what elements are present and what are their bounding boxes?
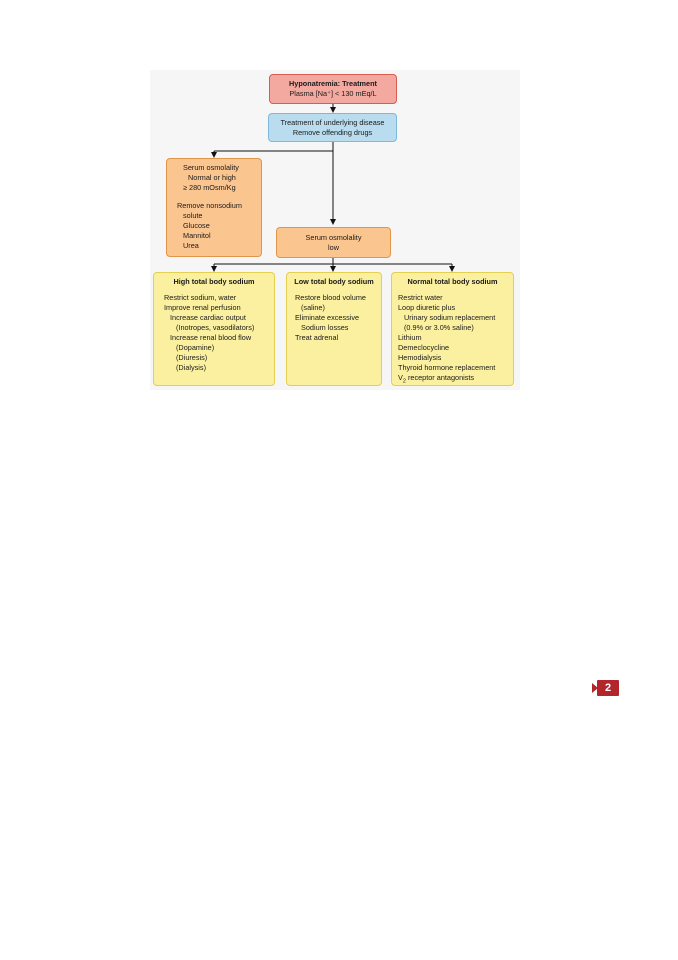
chapter-tab-icon <box>592 683 598 693</box>
remove-nonsodium-line-3: Glucose <box>183 221 210 230</box>
low-sodium-line-1: Restore blood volume <box>295 293 366 302</box>
high-sodium-line-5: Increase renal blood flow <box>170 333 252 342</box>
v2-subscript: 2 <box>402 378 406 385</box>
high-sodium-line-3: Increase cardiac output <box>170 313 246 322</box>
normal-sodium-line-1: Restrict water <box>398 293 443 302</box>
low-sodium-line-5: Treat adrenal <box>295 333 339 342</box>
serum-osmolality-low-box: Serum osmolality low <box>276 227 391 258</box>
normal-sodium-line-5: Lithium <box>398 333 422 342</box>
high-sodium-line-1: Restrict sodium, water <box>164 293 237 302</box>
serum-low-line-2: low <box>328 243 339 252</box>
high-sodium-title: High total body sodium <box>173 277 255 286</box>
normal-sodium-line-4: (0.9% or 3.0% saline) <box>404 323 474 332</box>
high-sodium-line-2: Improve renal perfusion <box>164 303 241 312</box>
low-sodium-line-2: (saline) <box>301 303 325 312</box>
high-sodium-line-8: (Dialysis) <box>176 363 206 372</box>
low-sodium-line-3: Eliminate excessive <box>295 313 360 322</box>
remove-nonsodium-line-4: Mannitol <box>183 231 211 240</box>
serum-osmolality-high-box: Serum osmolality Normal or high ≥ 280 mO… <box>166 158 262 257</box>
treatment-flowchart: Hyponatremia: Treatment Plasma [Na⁺] < 1… <box>150 70 520 390</box>
normal-sodium-line-7: Hemodialysis <box>398 353 442 362</box>
low-sodium-title: Low total body sodium <box>294 277 374 286</box>
serum-high-line-2: Normal or high <box>188 173 236 182</box>
flowchart-connectors <box>211 104 455 272</box>
page-badge-number: 2 <box>597 680 619 696</box>
underlying-disease-box: Treatment of underlying disease Remove o… <box>268 113 397 142</box>
title-box-title: Hyponatremia: Treatment <box>289 79 377 88</box>
page-badge: 2 <box>592 680 619 696</box>
normal-sodium-title: Normal total body sodium <box>407 277 498 286</box>
high-sodium-line-6: (Dopamine) <box>176 343 215 352</box>
high-sodium-line-7: (Diuresis) <box>176 353 208 362</box>
normal-sodium-line-6: Demeclocycline <box>398 343 450 352</box>
low-sodium-box: Low total body sodium Restore blood volu… <box>286 272 382 386</box>
normal-sodium-line-2: Loop diuretic plus <box>398 303 456 312</box>
underlying-line-1: Treatment of underlying disease <box>280 118 385 127</box>
serum-high-line-1: Serum osmolality <box>183 163 239 172</box>
remove-nonsodium-line-5: Urea <box>183 241 199 250</box>
normal-sodium-line-8: Thyroid hormone replacement <box>398 363 496 372</box>
title-box: Hyponatremia: Treatment Plasma [Na⁺] < 1… <box>269 74 397 104</box>
v2-prefix: V <box>398 373 403 382</box>
underlying-line-2: Remove offending drugs <box>292 128 373 137</box>
v2-rest: receptor antagonists <box>405 373 475 382</box>
remove-nonsodium-line-1: Remove nonsodium <box>177 201 242 210</box>
serum-high-line-3: ≥ 280 mOsm/Kg <box>183 183 236 192</box>
high-sodium-box: High total body sodium Restrict sodium, … <box>153 272 275 386</box>
normal-sodium-box: Normal total body sodium Restrict water … <box>391 272 514 386</box>
normal-sodium-line-9: V2 receptor antagonists <box>398 373 513 386</box>
high-sodium-line-4: (Inotropes, vasodilators) <box>176 323 255 332</box>
remove-nonsodium-line-2: solute <box>183 211 203 220</box>
normal-sodium-line-3: Urinary sodium replacement <box>404 313 496 322</box>
serum-low-line-1: Serum osmolality <box>305 233 362 242</box>
title-box-subtitle: Plasma [Na⁺] < 130 mEq/L <box>289 89 377 98</box>
low-sodium-line-4: Sodium losses <box>301 323 349 332</box>
